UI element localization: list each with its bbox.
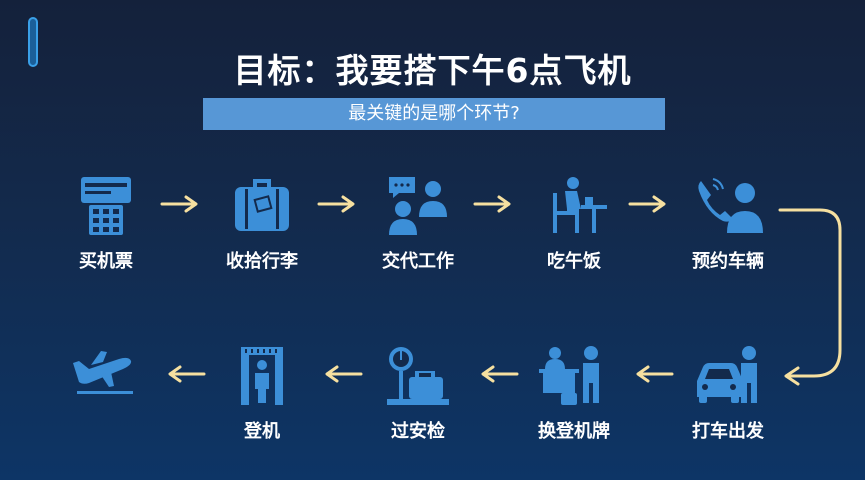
arrow-left-icon [168,365,206,383]
phone-call-icon [698,178,763,233]
step-security-check: 过安检 [363,345,473,445]
page-title: 目标：我要搭下午6点飞机 [233,51,632,90]
step-label: 买机票 [79,251,133,272]
people-chat-icon [389,177,447,235]
dining-icon [553,177,607,233]
step-buy-ticket: 买机票 [51,175,161,275]
baggage-scale-icon [387,347,449,405]
step-book-car: 预约车辆 [673,175,783,275]
step-takeoff [51,345,161,445]
airplane-takeoff-icon [73,351,133,394]
step-handover-work: 交代工作 [363,175,473,275]
edge-pill-decoration [28,17,38,67]
step-label: 换登机牌 [538,421,610,442]
step-label: 交代工作 [382,251,454,272]
step-label: 吃午饭 [547,251,601,272]
step-label: 收拾行李 [226,251,298,272]
arrow-left-icon [481,365,519,383]
arrow-right-icon [628,195,666,213]
arrow-right-icon [317,195,355,213]
taxi-icon [697,346,757,403]
subtitle-banner: 最关键的是哪个环节? [203,98,665,130]
arrow-left-icon [636,365,674,383]
arrow-right-icon [160,195,198,213]
security-gate-icon [241,347,283,405]
step-lunch: 吃午饭 [519,175,629,275]
step-pack-luggage: 收拾行李 [207,175,317,275]
arrow-left-icon [325,365,363,383]
step-label: 登机 [244,421,280,442]
step-label: 预约车辆 [692,251,764,272]
step-label: 过安检 [391,421,445,442]
step-boarding: 登机 [207,345,317,445]
luggage-icon [235,179,289,231]
step-taxi-depart: 打车出发 [673,345,783,445]
step-check-in: 换登机牌 [519,345,629,445]
arrow-right-icon [473,195,511,213]
check-in-counter-icon [539,346,599,405]
ticket-card-icon [81,177,131,235]
turn-connector-arrow [778,208,842,386]
step-label: 打车出发 [692,421,764,442]
